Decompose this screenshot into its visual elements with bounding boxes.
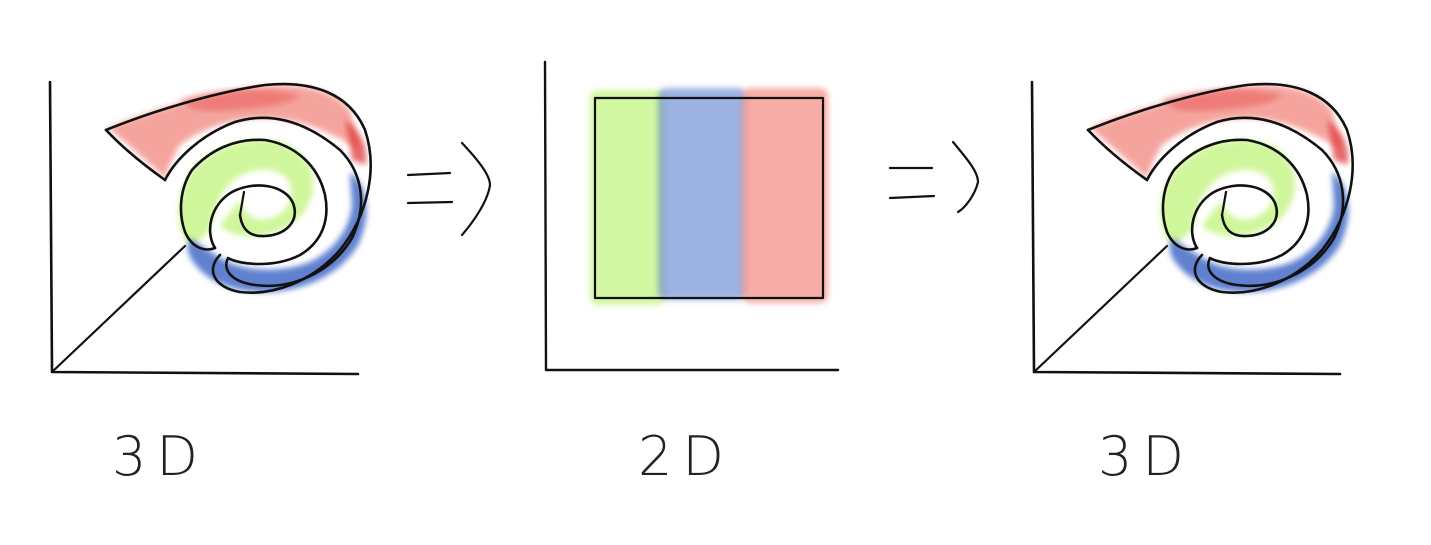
panel-3d-left [50,82,371,374]
double-arrow-icon [406,141,492,237]
double-arrow-icon [888,140,980,214]
panel-label-2d: 2D [638,425,734,488]
panel-label-3d-right: 3D [1098,425,1194,488]
salmon-band [742,88,828,303]
green-band [590,90,665,305]
swiss-roll-3d-reconstructed [1032,82,1353,374]
unrolled-rectangle [593,96,825,300]
panel-label-3d-left: 3D [112,425,208,488]
panel-3d-right [1032,82,1353,374]
panel-2d [543,60,840,372]
blue-band [658,88,746,300]
swiss-roll-3d [50,82,371,374]
axes-2d [543,60,840,372]
